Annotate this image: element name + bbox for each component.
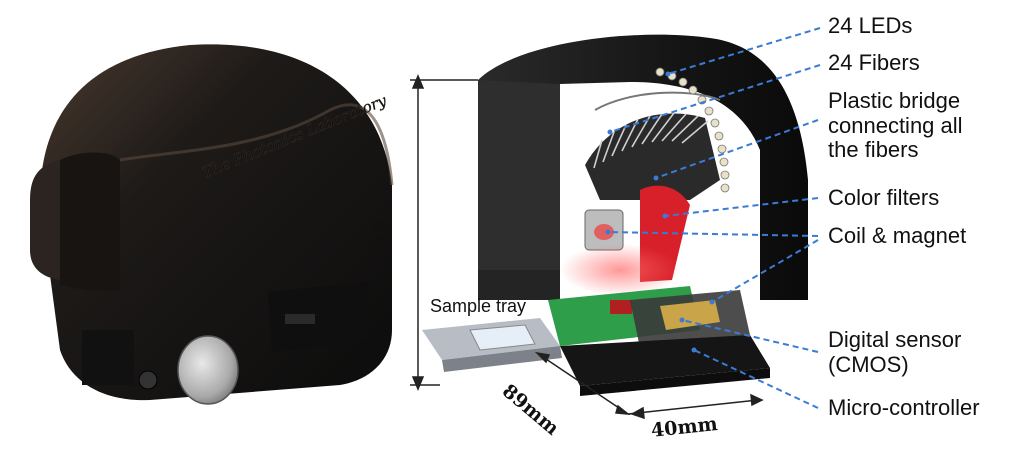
label-sample-tray: Sample tray xyxy=(430,296,527,316)
label-bridge-line1: Plastic bridge xyxy=(828,88,961,113)
label-fibers: 24 Fibers xyxy=(828,50,920,75)
label-bridge-line2: connecting all xyxy=(828,112,963,138)
label-sensor-line1: Digital sensor xyxy=(828,327,962,352)
label-bridge-line3: the fibers xyxy=(828,137,919,163)
label-sensor: Digital sensor (CMOS) xyxy=(828,327,1018,377)
label-sensor-line2: (CMOS) xyxy=(828,351,909,377)
coin xyxy=(177,335,239,405)
label-coil: Coil & magnet xyxy=(828,223,967,248)
fiber-bundle xyxy=(585,112,720,200)
cutaway-device xyxy=(422,34,808,396)
sample-tray xyxy=(422,318,562,372)
led-ring xyxy=(655,67,730,193)
label-mcu: Micro-controller xyxy=(828,395,980,420)
callout-endpoints xyxy=(605,71,715,353)
label-filters: Color filters xyxy=(828,185,940,210)
label-leds: 24 LEDs xyxy=(828,13,913,38)
assembled-device: The Photonics Laboratory xyxy=(30,44,394,405)
dimension-height: 96mm xyxy=(366,220,388,287)
label-bridge: Plastic bridge connecting all the fibers xyxy=(828,88,1018,163)
callout-lines xyxy=(607,27,821,409)
dimension-lines xyxy=(410,74,764,420)
